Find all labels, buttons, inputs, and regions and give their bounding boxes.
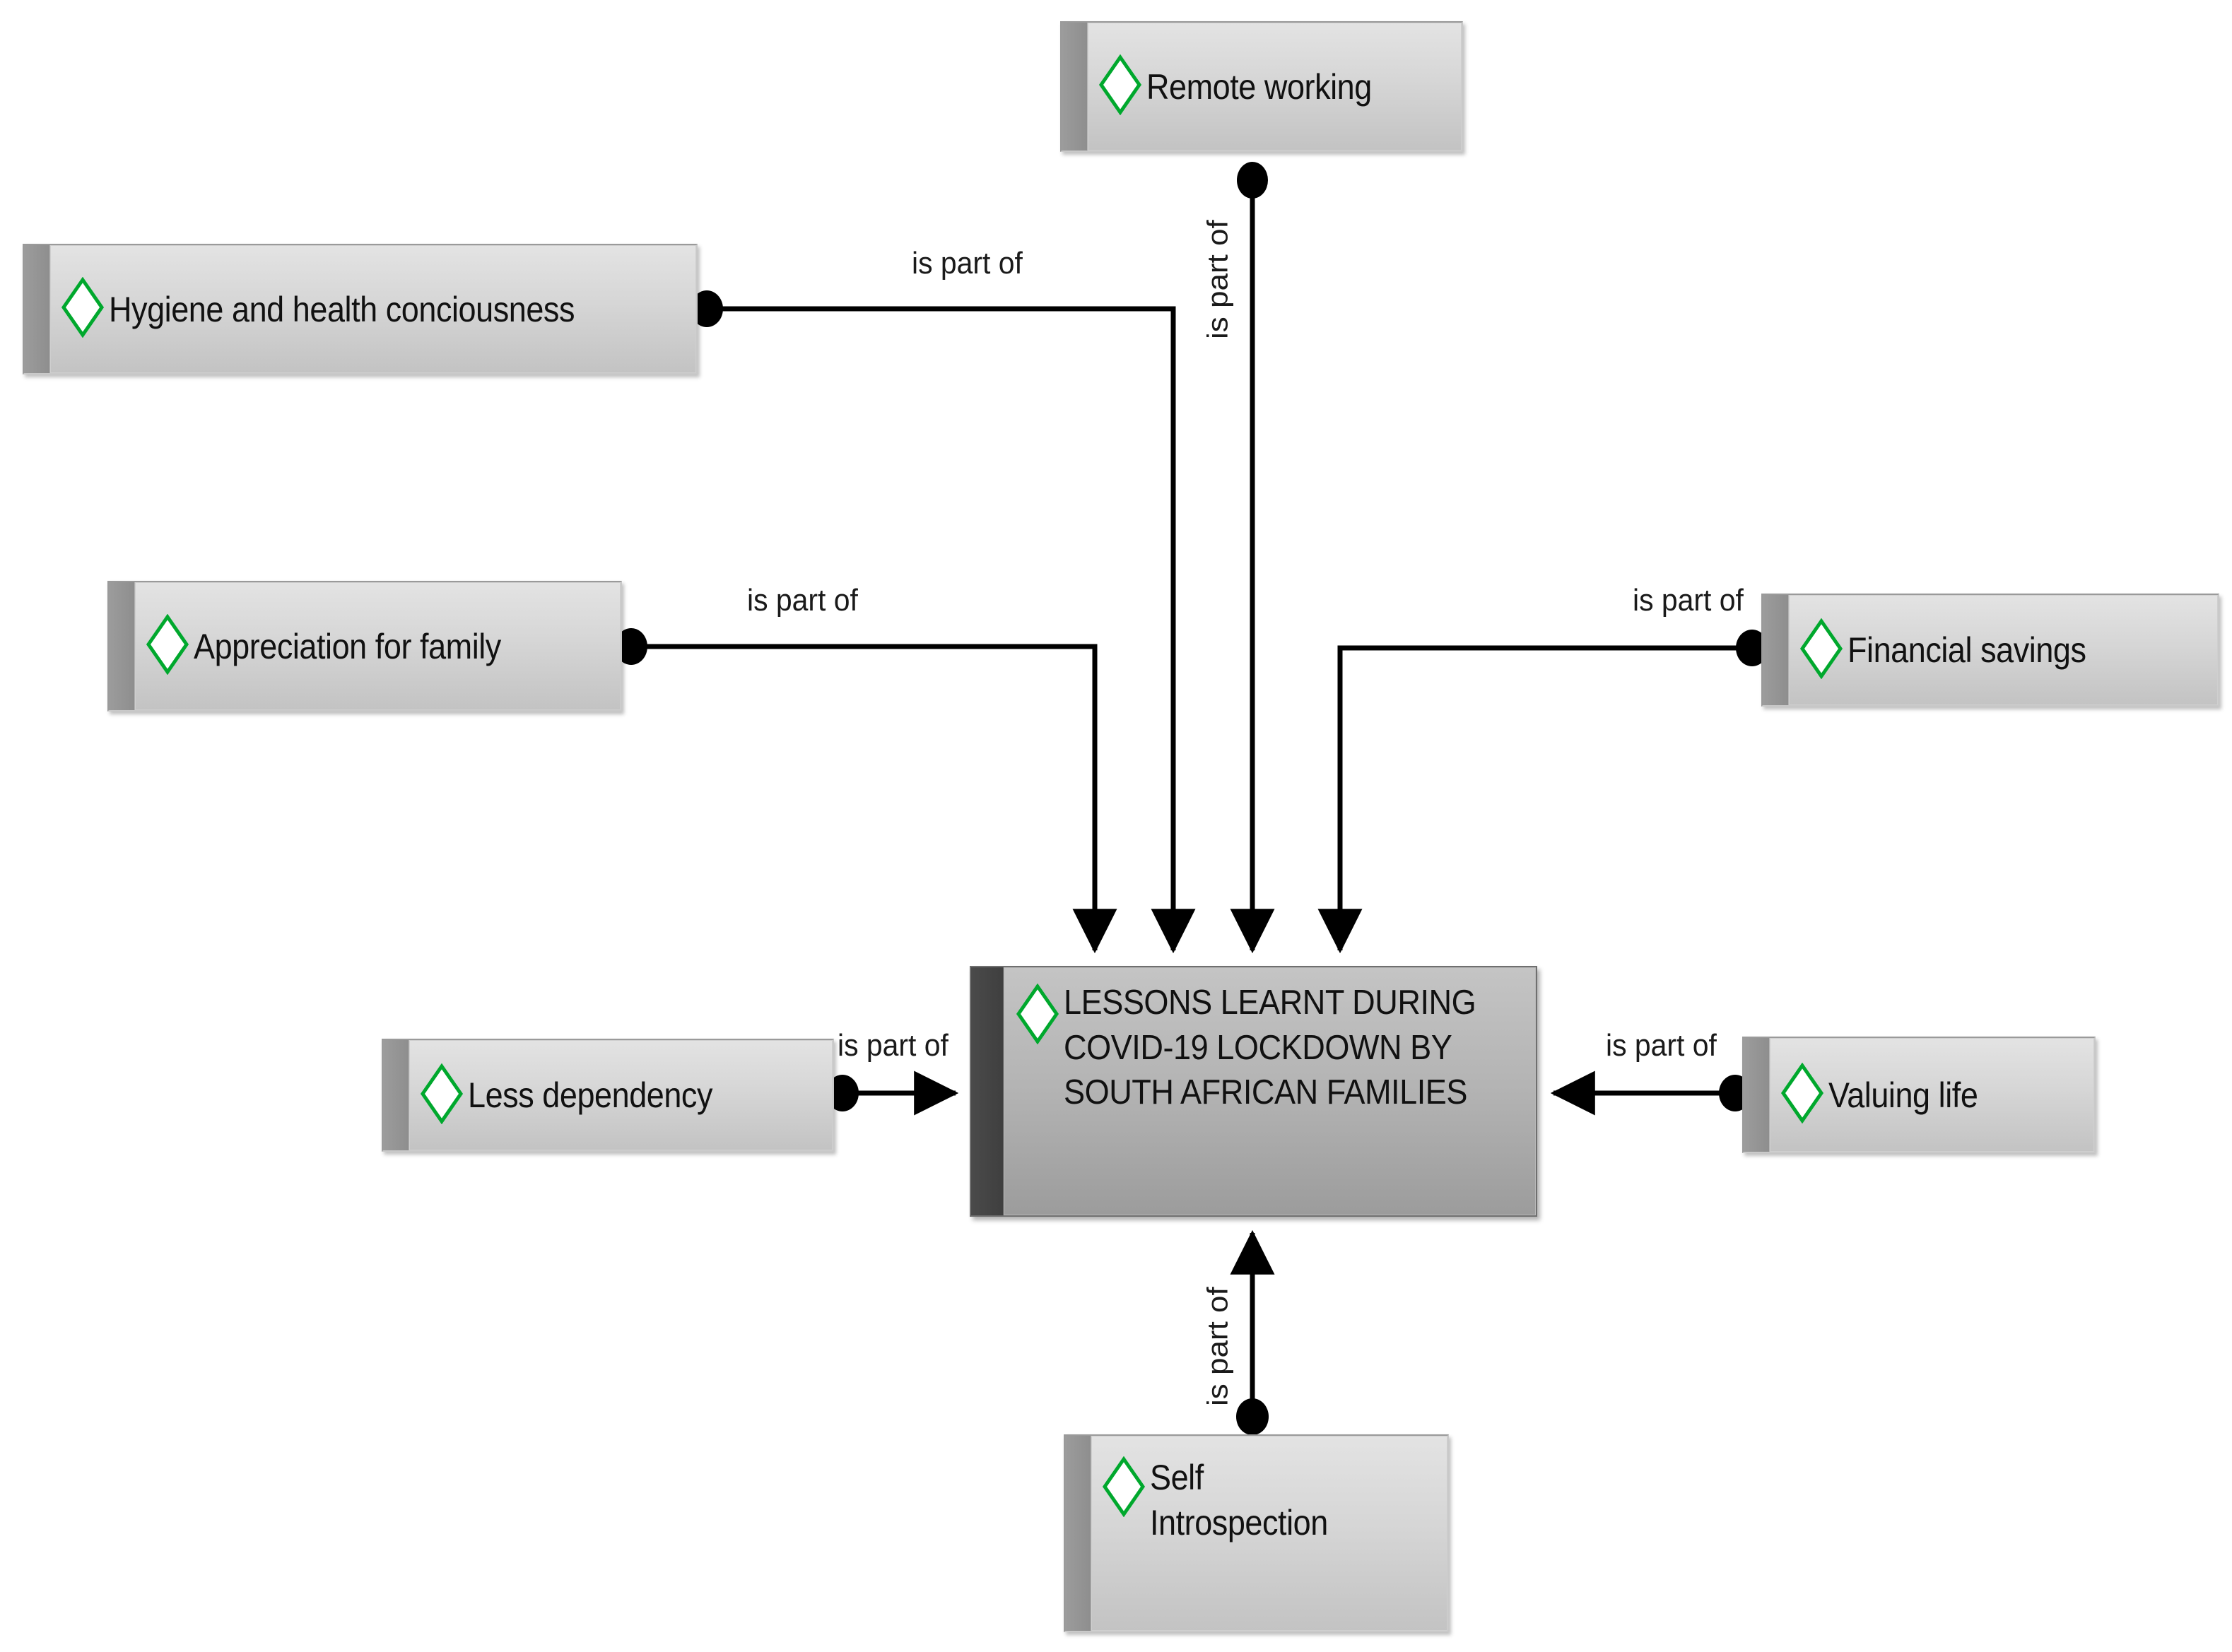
node-accent-band [109,582,135,710]
diamond-icon [146,613,189,678]
node-label: Financial savings [1848,630,2086,670]
node-body: LESSONS LEARNT DURING COVID-19 LOCKDOWN … [1004,967,1536,1215]
node-label: Appreciation for family [194,626,501,666]
node-accent-band [1065,1436,1091,1631]
edge-remote-working [1230,162,1275,954]
edge-self-introspection [1230,1229,1275,1435]
edge-valuing-life [1550,1070,1751,1116]
central-node-label: LESSONS LEARNT DURING COVID-19 LOCKDOWN … [1064,984,1476,1112]
edge-label-hygiene: is part of [912,246,1023,281]
diamond-icon [1016,983,1059,1048]
node-self-introspection[interactable]: Self Introspection [1064,1434,1449,1632]
diamond-icon [61,276,105,341]
node-label: Valuing life [1828,1075,1978,1115]
edge-label-financial-savings: is part of [1633,583,1744,618]
node-hygiene[interactable]: Hygiene and health conciousness [23,244,698,374]
node-label: Remote working [1146,66,1372,107]
edge-label-remote-working: is part of [1202,220,1234,339]
edge-label-valuing-life: is part of [1606,1028,1717,1063]
diamond-icon [1102,1456,1146,1521]
node-body: Financial savings [1789,595,2218,705]
node-accent-band [24,245,50,373]
node-body: Less dependency [409,1040,833,1150]
node-body: Self Introspection [1091,1436,1447,1631]
edge-appreciation [615,628,1117,954]
diamond-icon [420,1063,464,1128]
edge-label-appreciation: is part of [747,583,858,618]
node-body: Hygiene and health conciousness [50,245,696,373]
diamond-icon [1780,1062,1824,1127]
edge-label-less-dependency: is part of [838,1028,948,1063]
node-body: Remote working [1088,23,1462,151]
node-valuing-life[interactable]: Valuing life [1742,1037,2096,1153]
node-appreciation[interactable]: Appreciation for family [107,581,622,712]
node-less-dependency[interactable]: Less dependency [382,1039,834,1152]
edge-financial-savings [1317,630,1768,954]
edge-label-self-introspection: is part of [1202,1287,1234,1406]
node-accent-band [383,1040,409,1150]
node-accent-band [1062,23,1088,151]
node-body: Appreciation for family [135,582,621,710]
node-accent-band [1763,595,1789,705]
edge-less-dependency [826,1070,959,1116]
node-remote-working[interactable]: Remote working [1060,21,1463,152]
node-body: Valuing life [1770,1038,2094,1152]
node-financial-savings[interactable]: Financial savings [1761,594,2219,707]
node-label: Less dependency [468,1075,713,1115]
node-accent-band [971,967,1004,1215]
diamond-icon [1098,54,1142,119]
node-central[interactable]: LESSONS LEARNT DURING COVID-19 LOCKDOWN … [970,966,1537,1217]
diamond-icon [1799,618,1843,683]
edge-hygiene [691,290,1196,954]
node-label: Hygiene and health conciousness [109,289,575,329]
node-label: Self Introspection [1150,1458,1328,1542]
node-accent-band [1744,1038,1770,1152]
